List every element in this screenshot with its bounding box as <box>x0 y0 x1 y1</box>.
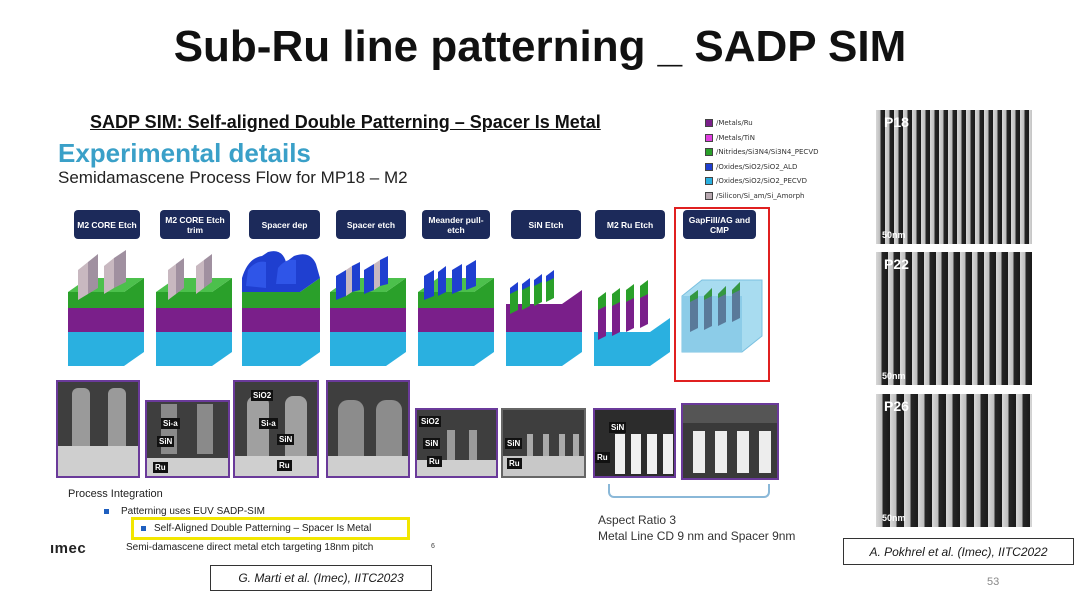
tem-label: Si-a <box>161 418 180 429</box>
tem-label: Ru <box>595 452 610 463</box>
tem-label: SiN <box>505 438 523 449</box>
tem-label: Ru <box>427 456 442 467</box>
legend-label: /Nitrides/Si3N4/Si3N4_PECVD <box>716 148 819 157</box>
section-title: Experimental details <box>58 138 311 168</box>
metal-line-cd-text: Metal Line CD 9 nm and Spacer 9nm <box>598 529 796 543</box>
legend-swatch <box>705 148 713 157</box>
slide-title: Sub-Ru line patterning _ SADP SIM <box>173 22 907 71</box>
step-m2-core-etch: M2 CORE Etch <box>74 210 140 239</box>
bracket <box>608 484 770 498</box>
tem-image-8 <box>681 403 779 480</box>
sem-scale-label: 50nm <box>882 230 906 240</box>
structure-spacer-etch-icon <box>330 256 406 366</box>
legend-swatch <box>705 162 713 171</box>
legend-row: /Silicon/Si_am/Si_Amorph <box>705 189 819 204</box>
sem-pitch-label: P18 <box>884 114 909 130</box>
bullet-semi-damascene: Semi-damascene direct metal etch targeti… <box>126 542 373 553</box>
bullet-sadp: Self-Aligned Double Patterning – Spacer … <box>141 523 371 534</box>
structure-ru-etch-icon <box>594 280 670 366</box>
step-m2-core-etch-trim: M2 CORE Etch trim <box>160 210 230 239</box>
flow-title: Semidamascene Process Flow for MP18 – M2 <box>58 168 408 187</box>
legend-swatch <box>705 191 713 200</box>
legend-row: /Nitrides/Si3N4/Si3N4_PECVD <box>705 145 819 160</box>
tem-label: SiO2 <box>251 390 274 401</box>
structure-spacer-dep-icon <box>242 251 320 366</box>
highlight-box <box>131 517 410 540</box>
tem-label: Ru <box>277 460 292 471</box>
tem-label: SiN <box>157 436 175 447</box>
tem-label: SiN <box>277 434 295 445</box>
sem-image-p18: P18 50nm <box>876 110 1032 244</box>
tem-image-3: SiO2 Si-a SiN Ru <box>233 380 319 478</box>
bullet-patterning: Patterning uses EUV SADP-SIM <box>104 506 265 517</box>
tem-image-4 <box>326 380 410 478</box>
legend-row: /Metals/TiN <box>705 131 819 146</box>
bullet-text: Semi-damascene direct metal etch targeti… <box>126 542 374 553</box>
tem-label: Ru <box>507 458 522 469</box>
citation-left: G. Marti et al. (Imec), IITC2023 <box>210 565 432 591</box>
sem-scale-label: 50nm <box>882 371 906 381</box>
bullet-text: Patterning uses EUV SADP-SIM <box>121 506 265 517</box>
tem-image-1 <box>56 380 140 478</box>
step-meander-pull-etch: Meander pull-etch <box>422 210 490 239</box>
tem-image-2: Si-a SiN Ru <box>145 400 230 478</box>
legend-swatch <box>705 133 713 142</box>
footnote-mark: 6 <box>431 543 435 550</box>
step-gapfill-ag-cmp: GapFill/AG and CMP <box>683 210 756 239</box>
aspect-ratio-note: Aspect Ratio 3 Metal Line CD 9 nm and Sp… <box>598 512 795 544</box>
structure-sin-etch-icon <box>506 270 582 366</box>
tem-image-6: SiN Ru <box>501 408 586 478</box>
step-sin-etch: SiN Etch <box>511 210 581 239</box>
highlight-frame <box>674 207 770 382</box>
legend-swatch <box>705 119 713 128</box>
tem-label: SiN <box>423 438 441 449</box>
structure-gapfill-icon <box>681 279 763 353</box>
step-m2-ru-etch: M2 Ru Etch <box>595 210 665 239</box>
tem-label: Si-a <box>259 418 278 429</box>
step-spacer-etch: Spacer etch <box>336 210 406 239</box>
aspect-ratio-text: Aspect Ratio 3 <box>598 513 677 527</box>
legend-label: /Oxides/SiO2/SiO2_PECVD <box>716 177 807 186</box>
legend-swatch <box>705 177 713 186</box>
legend-row: /Oxides/SiO2/SiO2_ALD <box>705 160 819 175</box>
page-number: 53 <box>987 576 1000 588</box>
tem-label: SiN <box>609 422 627 433</box>
bullet-icon <box>104 508 109 514</box>
structure-meander-icon <box>418 260 494 366</box>
sem-pitch-label: P22 <box>884 256 909 272</box>
legend-row: /Oxides/SiO2/SiO2_PECVD <box>705 174 819 189</box>
bullet-icon <box>141 525 146 531</box>
sadp-sim-subtitle: SADP SIM: Self-aligned Double Patterning… <box>90 112 601 132</box>
tem-label: Ru <box>153 462 168 473</box>
sem-pitch-label: P26 <box>884 398 909 414</box>
legend-label: /Metals/Ru <box>716 119 753 128</box>
process-integration-heading: Process Integration <box>68 488 163 500</box>
tem-image-7: SiN Ru <box>593 408 676 478</box>
structure-core-trim-icon <box>156 254 232 366</box>
sem-image-p22: P22 50nm <box>876 252 1032 385</box>
bullet-text: Self-Aligned Double Patterning – Spacer … <box>154 523 372 534</box>
imec-logo: ımec <box>50 540 87 557</box>
tem-label: SiO2 <box>419 416 442 427</box>
step-spacer-dep: Spacer dep <box>249 210 320 239</box>
legend-label: /Metals/TiN <box>716 133 755 142</box>
material-legend: /Metals/Ru /Metals/TiN /Nitrides/Si3N4/S… <box>705 116 819 203</box>
structure-core-etch-icon <box>68 250 144 366</box>
legend-label: /Oxides/SiO2/SiO2_ALD <box>716 162 798 171</box>
legend-row: /Metals/Ru <box>705 116 819 131</box>
sem-image-p26: P26 50nm <box>876 394 1032 527</box>
sem-scale-label: 50nm <box>882 513 906 523</box>
citation-right: A. Pokhrel et al. (Imec), IITC2022 <box>843 538 1074 565</box>
legend-label: /Silicon/Si_am/Si_Amorph <box>716 191 805 200</box>
tem-image-5: SiO2 SiN Ru <box>415 408 498 478</box>
